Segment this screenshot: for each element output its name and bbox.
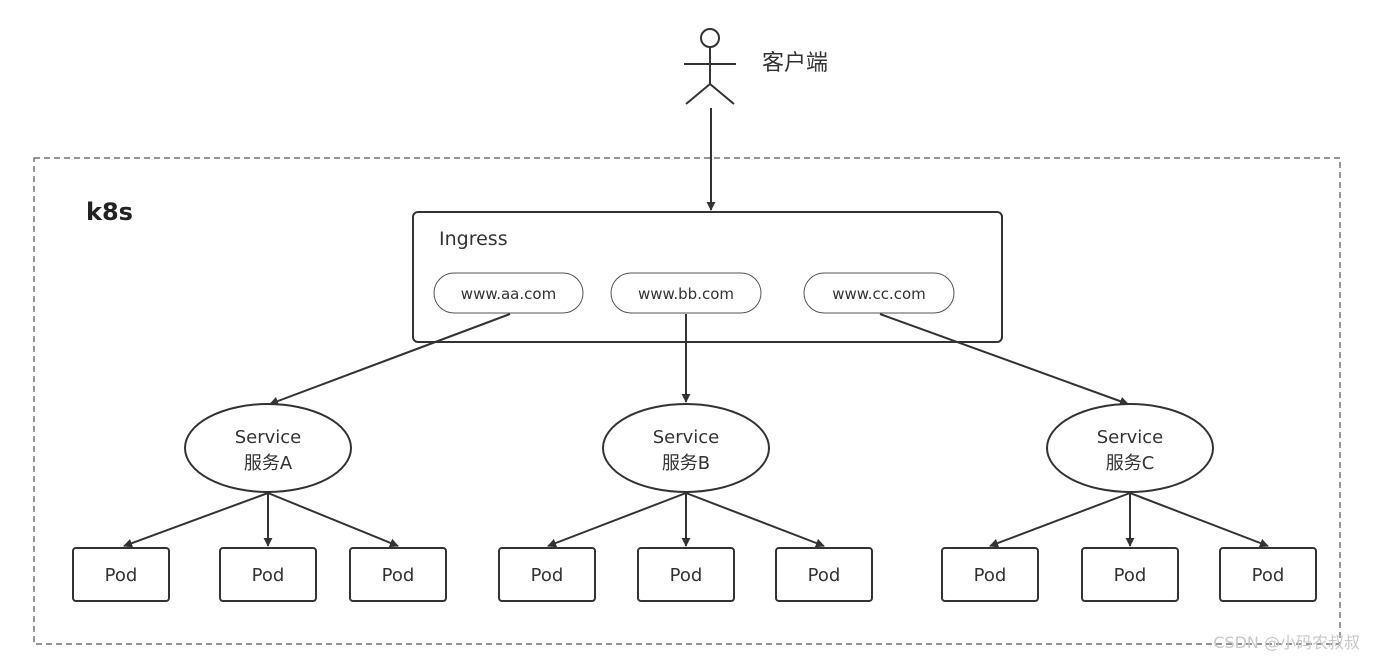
route-arrow-aa [269, 313, 511, 406]
pod-label: Pod [105, 565, 138, 586]
pod-c2: Pod [1081, 547, 1179, 602]
domain-pill-cc: www.cc.com [803, 272, 955, 314]
client-label: 客户端 [762, 51, 828, 76]
service-type-label: Service [653, 427, 720, 448]
service-type-label: Service [235, 427, 302, 448]
pod-a3: Pod [349, 547, 447, 602]
pod-label: Pod [252, 565, 285, 586]
pod-c3: Pod [1219, 547, 1317, 602]
domain-pill-bb: www.bb.com [610, 272, 762, 314]
watermark: CSDN @小码农叔叔 [1213, 633, 1360, 652]
pod-label: Pod [1114, 565, 1147, 586]
service-c: Service 服务C [1046, 403, 1214, 493]
client-person-icon [684, 28, 736, 105]
domain-label: www.aa.com [461, 285, 556, 303]
pod-a1: Pod [72, 547, 170, 602]
pod-c1: Pod [941, 547, 1039, 602]
pod-b3: Pod [775, 547, 873, 602]
service-b-pod-arrows [547, 492, 825, 548]
service-a-pod-arrows [123, 492, 399, 548]
pod-label: Pod [670, 565, 703, 586]
k8s-cluster-boundary [33, 157, 1341, 645]
pod-label: Pod [808, 565, 841, 586]
pod-label: Pod [974, 565, 1007, 586]
service-name-label: 服务B [662, 453, 710, 474]
service-b: Service 服务B [602, 403, 770, 493]
pod-b1: Pod [498, 547, 596, 602]
domain-label: www.cc.com [832, 285, 926, 303]
service-name-label: 服务A [244, 453, 293, 474]
route-arrow-cc [879, 313, 1129, 406]
ingress-title: Ingress [439, 228, 508, 250]
pod-label: Pod [1252, 565, 1285, 586]
service-c-pod-arrows [989, 492, 1269, 548]
service-a: Service 服务A [184, 403, 352, 493]
service-type-label: Service [1097, 427, 1164, 448]
domain-pill-aa: www.aa.com [433, 272, 584, 314]
pod-label: Pod [531, 565, 564, 586]
pod-a2: Pod [219, 547, 317, 602]
k8s-label: k8s [86, 198, 133, 226]
service-name-label: 服务C [1106, 453, 1155, 474]
pod-b2: Pod [637, 547, 735, 602]
domain-label: www.bb.com [638, 285, 734, 303]
pod-label: Pod [382, 565, 415, 586]
